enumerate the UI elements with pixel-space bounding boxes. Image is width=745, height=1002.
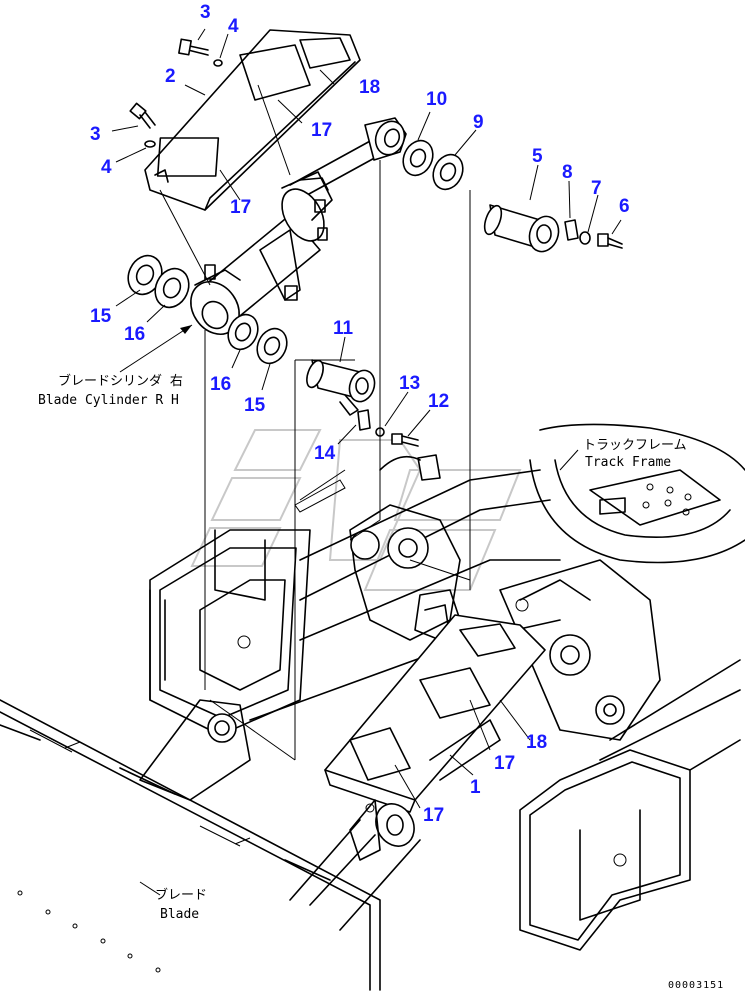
callout-3: 3 xyxy=(90,124,101,145)
leader-lines xyxy=(111,28,622,896)
callout-16: 16 xyxy=(210,374,231,395)
callout-17: 17 xyxy=(311,120,332,141)
track-frame-label-jp: トラックフレーム xyxy=(583,438,687,453)
blade xyxy=(0,699,381,991)
callout-14: 14 xyxy=(314,443,336,464)
callout-17: 17 xyxy=(494,753,515,774)
callout-11: 11 xyxy=(333,318,354,339)
blade-label-jp: ブレード xyxy=(155,887,207,903)
blade-label-en: Blade xyxy=(160,907,199,922)
callout-3: 3 xyxy=(200,2,211,23)
part-labels: ブレードシリンダ 右 Blade Cylinder R H トラックフレーム T… xyxy=(38,373,724,991)
callout-8: 8 xyxy=(562,162,573,183)
blade-cylinder-label-en: Blade Cylinder R H xyxy=(38,393,179,408)
track-frame-label-en: Track Frame xyxy=(585,455,671,470)
track-frame xyxy=(529,423,745,564)
blade-cylinder xyxy=(190,117,407,335)
drawing-code: 00003151 xyxy=(668,980,724,991)
callout-10: 10 xyxy=(426,89,447,110)
callout-18: 18 xyxy=(359,77,380,98)
callout-2: 2 xyxy=(165,66,176,87)
guide-lines xyxy=(159,84,471,761)
callout-4: 4 xyxy=(101,157,112,178)
callout-7: 7 xyxy=(591,178,602,199)
callout-18: 18 xyxy=(526,732,547,753)
callout-6: 6 xyxy=(619,196,630,217)
blade-cylinder-label-jp: ブレードシリンダ 右 xyxy=(58,373,183,389)
callout-9: 9 xyxy=(473,112,484,133)
cover-plate xyxy=(144,29,361,211)
callout-15: 15 xyxy=(244,395,266,416)
callout-12: 12 xyxy=(428,391,449,412)
callout-numbers: 3 4 2 18 3 4 17 17 10 9 5 8 7 6 15 16 11… xyxy=(90,2,630,826)
lower-cover-plate xyxy=(289,614,546,931)
callout-5: 5 xyxy=(532,146,543,167)
watermark-logo xyxy=(190,429,522,591)
callout-16: 16 xyxy=(124,324,145,345)
callout-17: 17 xyxy=(230,197,251,218)
callout-4: 4 xyxy=(228,16,239,37)
callout-17: 17 xyxy=(423,805,444,826)
callout-13: 13 xyxy=(399,373,420,394)
callout-1: 1 xyxy=(470,777,481,798)
main-frame xyxy=(139,469,741,951)
callout-15: 15 xyxy=(90,306,112,327)
hardware xyxy=(127,38,623,481)
